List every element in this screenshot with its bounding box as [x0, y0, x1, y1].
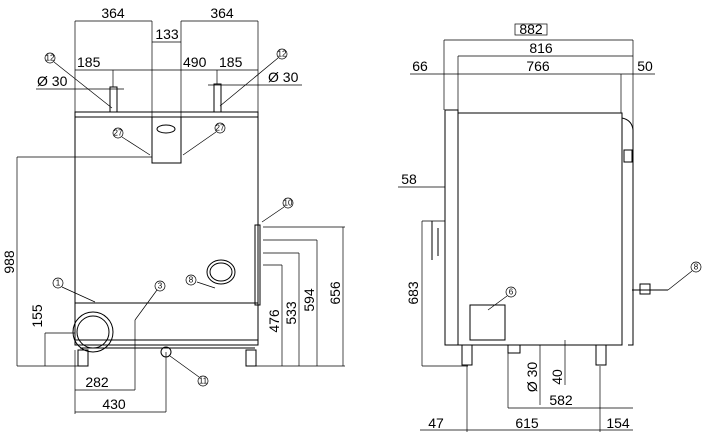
- dim-882: 882: [519, 21, 543, 37]
- connector-8: [639, 283, 651, 295]
- dim-615: 615: [515, 415, 539, 431]
- dim-430: 430: [102, 396, 126, 412]
- svg-text:8: 8: [694, 263, 699, 272]
- side-foot-left: [461, 344, 473, 366]
- callout-3: 3: [154, 280, 166, 292]
- dim-dia30-left: Ø 30: [37, 73, 68, 89]
- logo-badge: [156, 124, 176, 134]
- dim-dia30-side: Ø 30: [524, 362, 540, 393]
- pipe-left: [109, 86, 118, 113]
- dim-882-box: [514, 23, 548, 36]
- dim-58: 58: [401, 171, 417, 187]
- svg-text:10: 10: [284, 199, 293, 208]
- svg-text:3: 3: [158, 282, 163, 291]
- dim-490: 490: [183, 54, 207, 70]
- dim-47: 47: [428, 415, 444, 431]
- dim-594: 594: [301, 288, 317, 312]
- svg-text:27: 27: [114, 129, 123, 138]
- dim-154: 154: [606, 415, 630, 431]
- side-drain: [507, 344, 521, 354]
- pipe-right: [213, 83, 222, 113]
- dim-185-left: 185: [77, 54, 101, 70]
- dim-50: 50: [637, 58, 653, 74]
- callout-12-right: 12: [276, 48, 288, 60]
- callout-12-left: 12: [44, 52, 56, 64]
- control-panel-6: [469, 304, 506, 341]
- svg-text:8: 8: [189, 276, 194, 285]
- callout-8-side: 8: [690, 261, 702, 273]
- callout-27-left: 27: [112, 127, 124, 139]
- dim-766: 766: [526, 58, 550, 74]
- door: [444, 109, 459, 346]
- side-foot-right: [595, 344, 607, 366]
- svg-text:11: 11: [199, 377, 208, 386]
- hose-reel: [72, 311, 114, 353]
- callout-6: 6: [505, 286, 517, 298]
- center-panel: [151, 116, 182, 164]
- front-body: [74, 111, 259, 346]
- dim-155: 155: [29, 304, 45, 328]
- dim-133: 133: [155, 26, 179, 42]
- dim-656: 656: [327, 281, 343, 305]
- svg-text:12: 12: [46, 54, 55, 63]
- dim-816: 816: [529, 40, 553, 56]
- dim-364-left: 364: [101, 5, 125, 21]
- dim-282: 282: [85, 374, 109, 390]
- dim-683: 683: [405, 281, 421, 305]
- foot-right: [245, 349, 257, 367]
- dim-582: 582: [549, 392, 573, 408]
- dim-40: 40: [549, 369, 565, 385]
- dim-dia30-right: Ø 30: [268, 69, 299, 85]
- side-body: [457, 112, 623, 346]
- hose-coil: [206, 259, 236, 285]
- callout-1: 1: [52, 277, 64, 289]
- callout-8-front: 8: [185, 274, 197, 286]
- front-view: 364 364 133 185 490 185 Ø 30 Ø 30 988 15…: [1, 5, 345, 414]
- callout-11: 11: [197, 375, 209, 387]
- dim-66: 66: [412, 58, 428, 74]
- svg-text:27: 27: [216, 124, 225, 133]
- callout-27-right: 27: [214, 122, 226, 134]
- svg-text:1: 1: [56, 279, 61, 288]
- svg-text:6: 6: [509, 288, 514, 297]
- svg-text:12: 12: [278, 50, 287, 59]
- callout-10: 10: [282, 197, 294, 209]
- dim-533: 533: [283, 301, 299, 325]
- side-view: 882 816 66 766 50 58 683 Ø 30 40 582 47 …: [398, 21, 702, 432]
- dim-364-right: 364: [210, 5, 234, 21]
- foot-left: [77, 349, 89, 367]
- dim-185-right: 185: [219, 54, 243, 70]
- dim-988: 988: [1, 250, 17, 274]
- dim-476: 476: [266, 309, 282, 333]
